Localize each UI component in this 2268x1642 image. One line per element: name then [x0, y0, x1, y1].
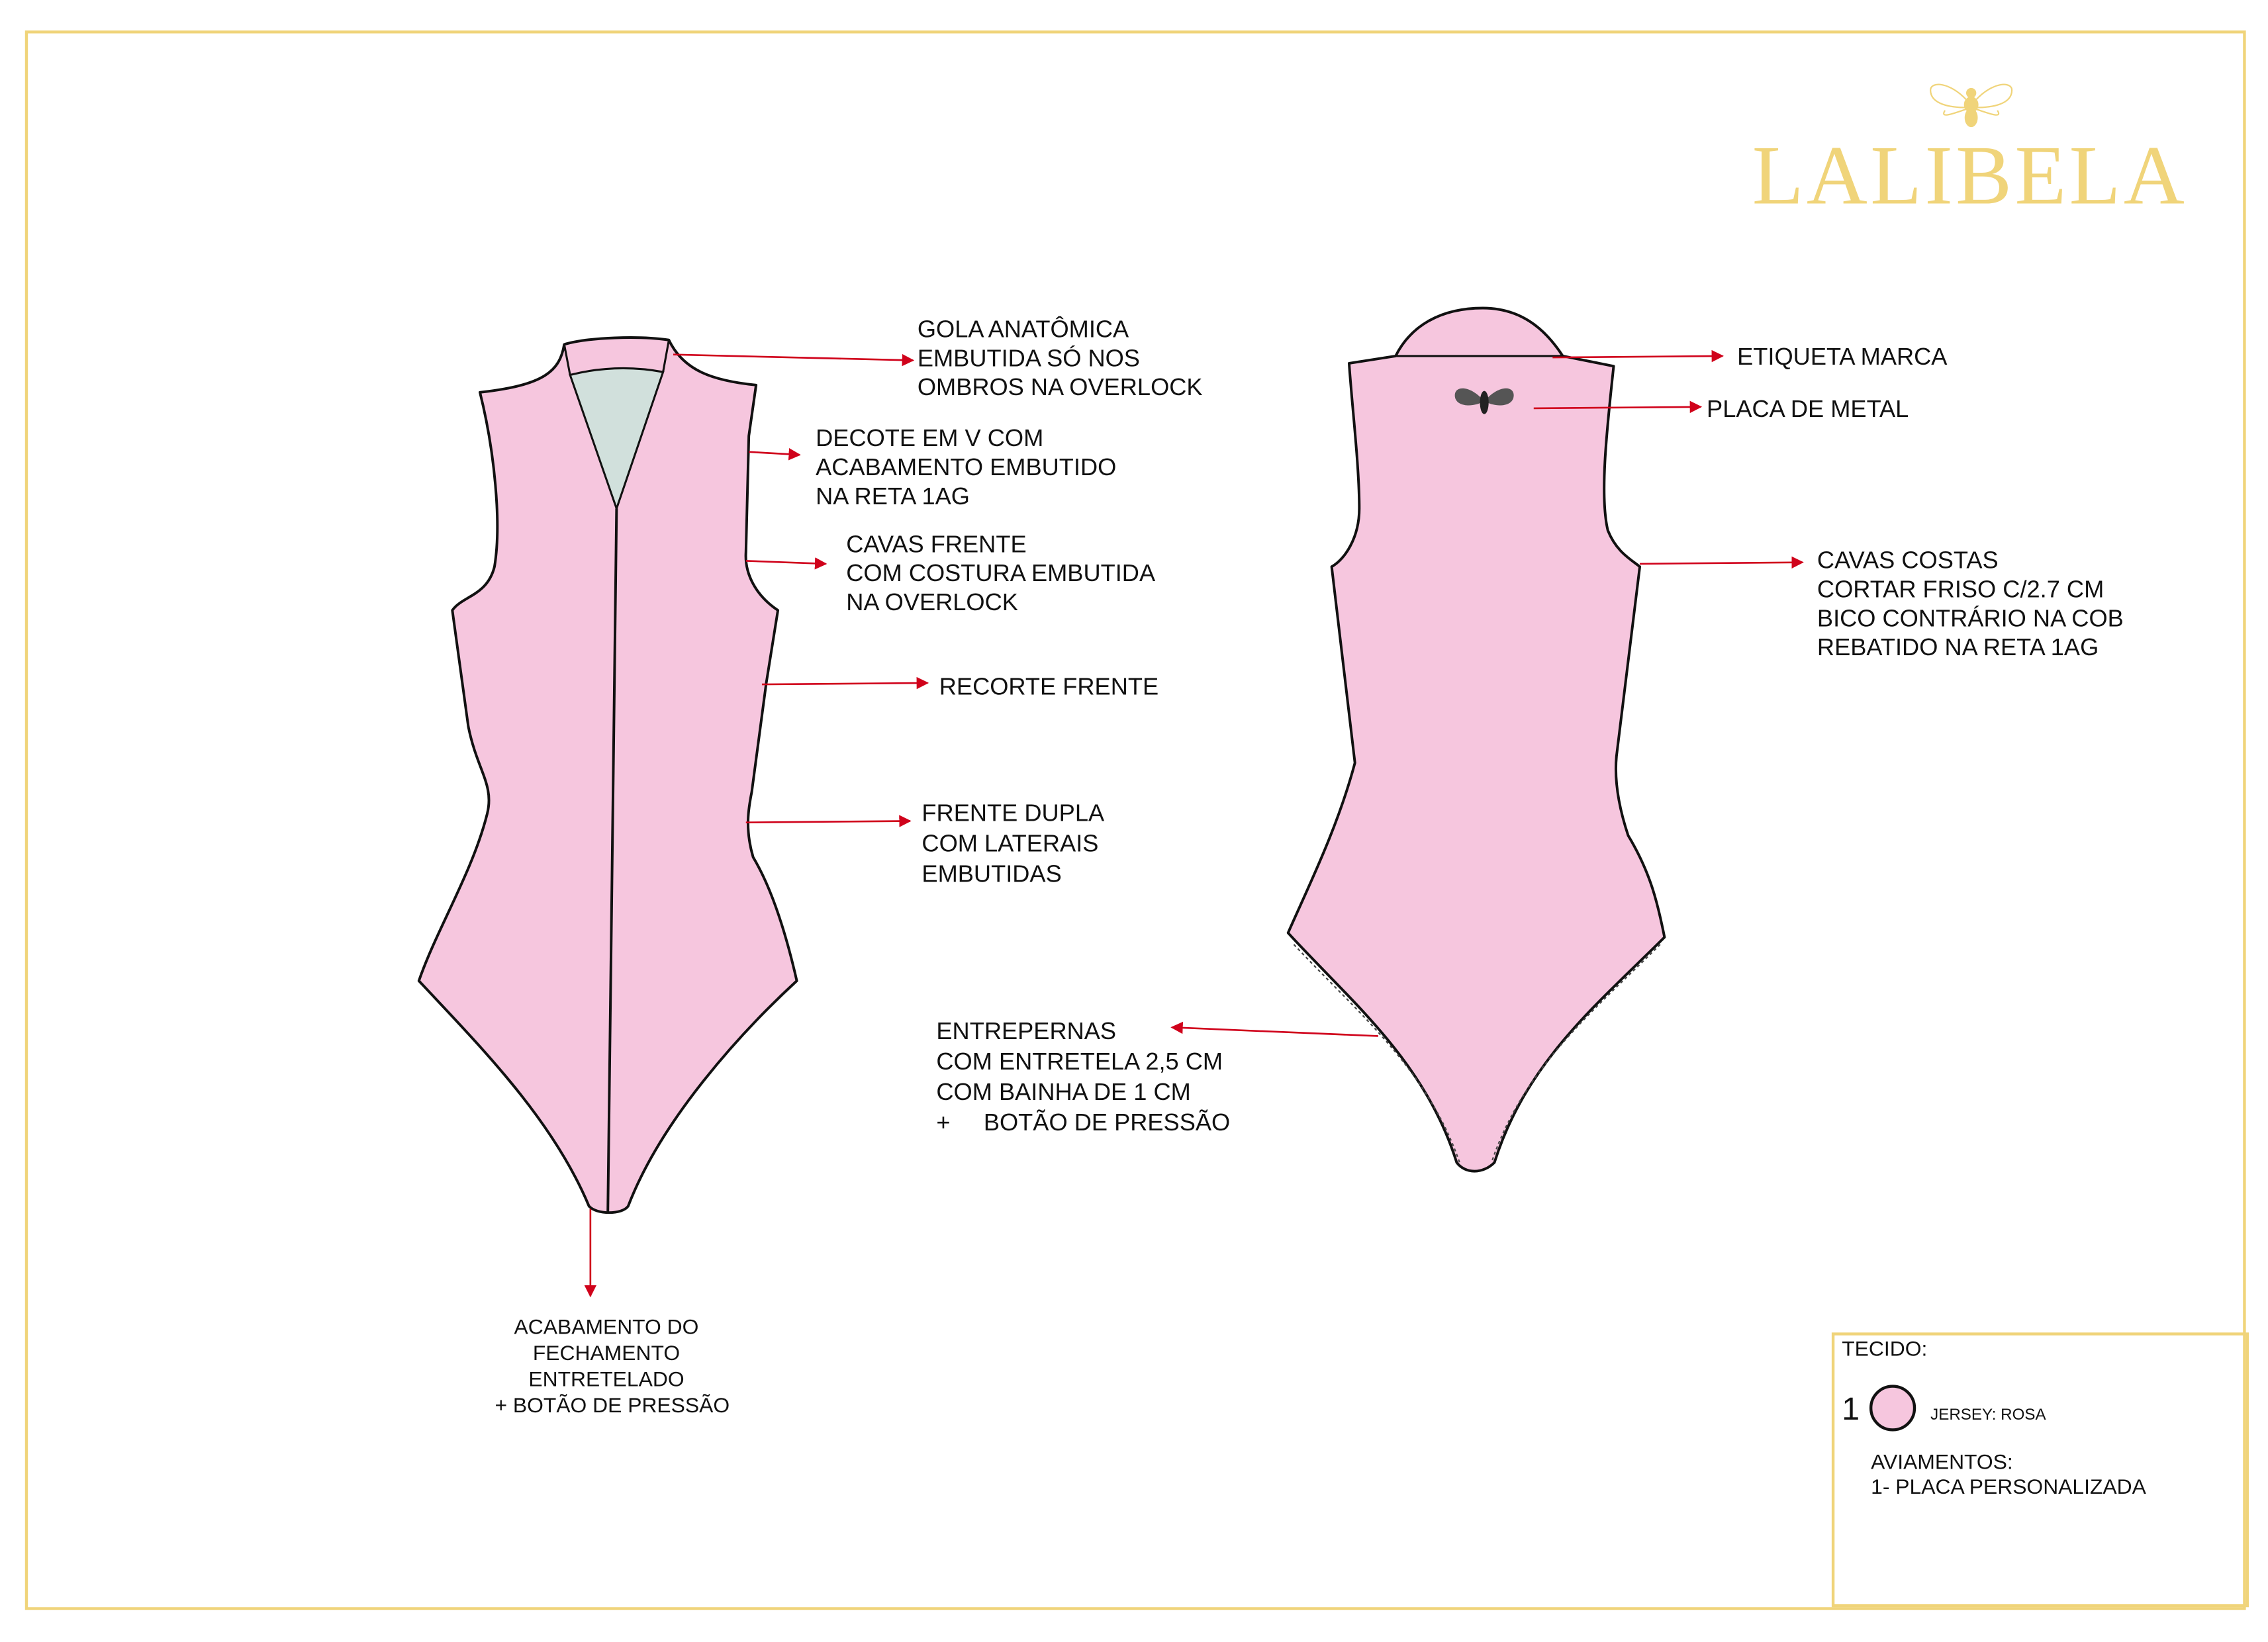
- callout-front-seam: RECORTE FRENTE: [939, 672, 1158, 700]
- fabric-title: TECIDO:: [1842, 1336, 1927, 1360]
- front-body: [417, 336, 798, 1214]
- collar-band: [563, 340, 670, 375]
- fabric-number: 1: [1842, 1391, 1860, 1427]
- callout-double-front: FRENTE DUPLA COM LATERAIS EMBUTIDAS: [921, 799, 1111, 888]
- callout-neckline: DECOTE EM V COM ACABAMENTO EMBUTIDO NA R…: [816, 424, 1123, 510]
- callout-closure: ACABAMENTO DO FECHAMENTO ENTRETELADO + B…: [495, 1315, 730, 1418]
- brand-name: LALIBELA: [1752, 128, 2187, 222]
- metal-plate-bee-icon: [1454, 388, 1514, 414]
- front-arrows: [584, 353, 929, 1298]
- trims-item: 1- PLACA PERSONALIZADA: [1871, 1475, 2146, 1498]
- trims-title: AVIAMENTOS:: [1871, 1450, 2013, 1474]
- fabric-name: JERSEY: ROSA: [1930, 1406, 2046, 1424]
- front-placket-line: [606, 508, 618, 1212]
- callout-collar: GOLA ANATÔMICA EMBUTIDA SÓ NOS OMBROS NA…: [918, 315, 1203, 400]
- back-arrows: [1170, 349, 1804, 1037]
- callout-crotch: ENTREPERNAS COM ENTRETELA 2,5 CM COM BAI…: [0, 0, 1256, 1136]
- materials-box: TECIDO: 1 JERSEY: ROSA AVIAMENTOS: 1- PL…: [1831, 1332, 2249, 1608]
- callout-back-armhole: CAVAS COSTAS CORTAR FRISO C/2.7 CM BICO …: [1817, 546, 2130, 661]
- leg-binding-stitch: [1293, 944, 1661, 1163]
- callout-metal-plate: PLACA DE METAL: [1707, 395, 1909, 422]
- fabric-swatch: [1869, 1385, 1916, 1432]
- page-border: [24, 30, 2246, 1610]
- front-view: [417, 336, 798, 1214]
- callout-brand-label: ETIQUETA MARCA: [1737, 343, 1948, 370]
- bee-icon: [1930, 83, 2013, 128]
- back-view: [1286, 306, 1666, 1173]
- back-body: [1286, 306, 1666, 1173]
- callout-front-armhole: CAVAS FRENTE COM COSTURA EMBUTIDA NA OVE…: [846, 530, 1162, 616]
- brand-logo: LALIBELA: [1752, 83, 2187, 222]
